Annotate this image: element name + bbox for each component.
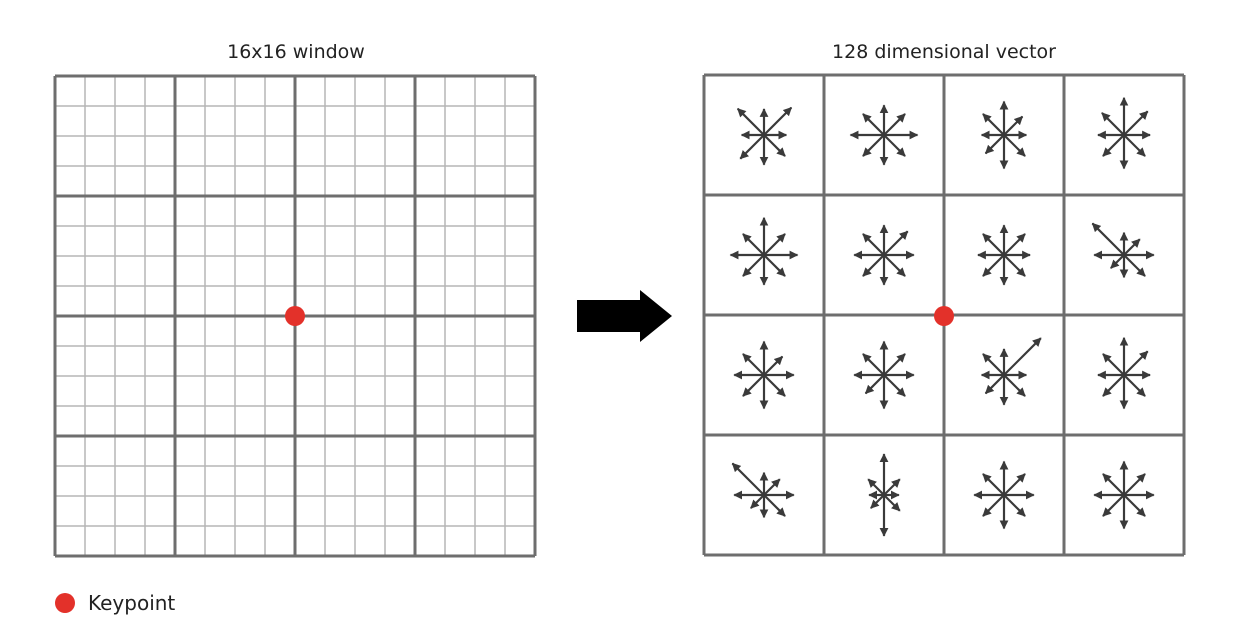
orientation-histogram [867, 453, 901, 537]
orientation-arrow-icon [883, 494, 901, 512]
orientation-arrow-icon [1003, 254, 1026, 277]
orientation-arrow-icon [763, 478, 781, 496]
orientation-arrow-icon [1123, 494, 1146, 517]
orientation-arrow-icon [1110, 254, 1125, 269]
orientation-arrow-icon [862, 254, 885, 277]
orientation-arrow-icon [982, 494, 1005, 517]
orientation-arrow-icon [862, 233, 885, 256]
orientation-arrow-icon [982, 473, 1005, 496]
orientation-arrow-icon [1123, 110, 1149, 136]
orientation-arrow-icon [883, 113, 906, 136]
orientation-arrow-icon [982, 353, 1005, 376]
orientation-arrow-icon [763, 106, 793, 136]
orientation-arrow-icon [883, 374, 906, 397]
orientation-arrow-icon [883, 230, 909, 256]
orientation-arrow-icon [763, 134, 786, 157]
orientation-arrow-icon [1102, 134, 1125, 157]
orientation-arrow-icon [1102, 494, 1125, 517]
orientation-arrow-icon [1003, 374, 1026, 397]
orientation-arrow-icon [742, 254, 765, 277]
orientation-histogram [729, 216, 799, 286]
orientation-arrow-icon [742, 353, 765, 376]
transform-arrow-icon [577, 290, 672, 342]
orientation-histogram [1097, 96, 1151, 170]
orientation-arrow-icon [982, 113, 1005, 136]
orientation-histogram [853, 224, 915, 286]
orientation-arrow-icon [982, 233, 1005, 256]
orientation-arrow-icon [1123, 350, 1149, 376]
orientation-histogram [736, 106, 793, 166]
orientation-histogram [980, 100, 1028, 170]
orientation-arrow-icon [763, 254, 786, 277]
orientation-histogram [977, 224, 1031, 286]
orientation-arrow-icon [883, 134, 906, 157]
orientation-arrow-icon [1123, 254, 1146, 277]
orientation-arrow-icon [750, 494, 765, 509]
orientation-arrow-icon [763, 233, 786, 256]
orientation-arrow-icon [1123, 473, 1146, 496]
orientation-arrow-icon [1003, 473, 1026, 496]
orientation-arrow-icon [867, 478, 885, 496]
orientation-arrow-icon [1091, 222, 1125, 256]
orientation-arrow-icon [1123, 134, 1146, 157]
orientation-arrow-icon [742, 233, 765, 256]
orientation-arrow-icon [1003, 233, 1026, 256]
orientation-arrow-icon [862, 353, 885, 376]
orientation-histogram [1093, 460, 1155, 530]
orientation-arrow-icon [982, 254, 1005, 277]
orientation-histogram [731, 462, 795, 519]
orientation-arrow-icon [1123, 238, 1141, 256]
orientation-histogram [1097, 336, 1151, 410]
keypoint-marker-right [934, 306, 954, 326]
orientation-arrow-icon [883, 254, 906, 277]
orientation-arrow-icon [742, 374, 765, 397]
right-panel-title: 128 dimensional vector [832, 41, 1056, 63]
orientation-arrow-icon [862, 134, 885, 157]
orientation-arrow-icon [870, 494, 885, 509]
keypoint-marker-left [285, 306, 305, 326]
orientation-histogram [853, 340, 915, 410]
orientation-histogram [733, 340, 795, 410]
orientation-arrow-icon [1003, 494, 1026, 517]
orientation-arrow-icon [1101, 112, 1125, 136]
orientation-arrow-icon [1102, 473, 1125, 496]
orientation-histograms [729, 96, 1155, 537]
orientation-arrow-icon [984, 374, 1005, 395]
orientation-arrow-icon [864, 374, 885, 395]
orientation-arrow-icon [763, 374, 786, 397]
orientation-arrow-icon [883, 353, 906, 376]
window-grid [53, 74, 537, 558]
orientation-histogram [1091, 222, 1155, 279]
legend-keypoint-icon [55, 593, 75, 613]
orientation-histogram [980, 337, 1042, 406]
orientation-arrow-icon [984, 134, 1005, 155]
legend-keypoint-label: Keypoint [88, 591, 175, 615]
orientation-arrow-icon [1102, 374, 1125, 397]
orientation-arrow-icon [883, 478, 901, 496]
orientation-arrow-icon [731, 462, 765, 496]
orientation-arrow-icon [1102, 353, 1125, 376]
orientation-histogram [973, 460, 1035, 530]
orientation-arrow-icon [862, 113, 885, 136]
orientation-arrow-icon [763, 494, 786, 517]
orientation-arrow-icon [736, 107, 765, 136]
orientation-arrow-icon [1003, 134, 1026, 157]
orientation-arrow-icon [739, 134, 765, 160]
orientation-arrow-icon [1003, 337, 1042, 376]
orientation-histogram [849, 104, 919, 166]
left-panel-title: 16x16 window [227, 41, 365, 63]
orientation-arrow-icon [1123, 374, 1146, 397]
orientation-arrow-icon [1003, 115, 1024, 136]
orientation-arrow-icon [763, 355, 784, 376]
